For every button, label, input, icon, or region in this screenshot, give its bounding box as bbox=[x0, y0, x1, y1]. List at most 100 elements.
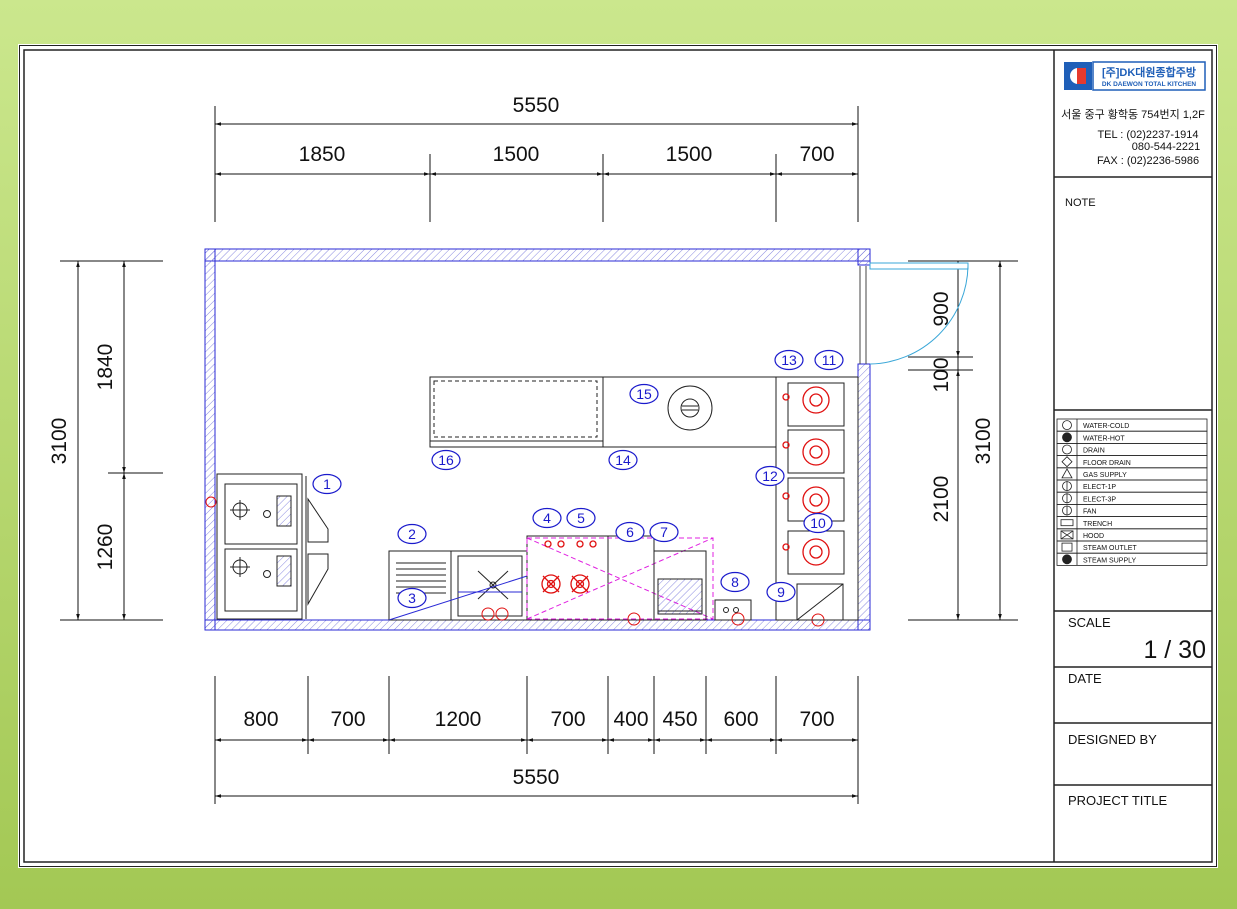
project-title-label: PROJECT TITLE bbox=[1068, 793, 1168, 808]
dim-bottom-6: 450 bbox=[662, 708, 697, 731]
legend-row: WATER-HOT bbox=[1056, 430, 1208, 444]
legend-label: ELECT-3P bbox=[1083, 496, 1116, 503]
equipment-tag: 12 bbox=[755, 465, 785, 487]
title-block: [주]DK대원종합주방 DK DAEWON TOTAL KITCHEN 서울 중… bbox=[1053, 50, 1212, 862]
range-stove-double bbox=[216, 473, 329, 620]
stock-pot-burner-rings bbox=[782, 386, 830, 566]
legend-label: STEAM OUTLET bbox=[1083, 545, 1137, 552]
dimension-lines bbox=[60, 106, 1018, 804]
gas-supply-point bbox=[205, 496, 217, 508]
steam-outlet-icon bbox=[1061, 542, 1073, 552]
legend-row: WATER-COLD bbox=[1056, 418, 1208, 432]
water-cold-icon bbox=[1062, 420, 1072, 431]
scale-label: SCALE bbox=[1068, 615, 1111, 630]
legend-row: ELECT-1P bbox=[1056, 479, 1208, 493]
equipment-tag: 2 bbox=[397, 523, 427, 545]
equipment-tag: 10 bbox=[803, 512, 833, 534]
legend-row: GAS SUPPLY bbox=[1056, 467, 1208, 481]
outer-frame bbox=[19, 45, 1217, 867]
equipment-tag: 1 bbox=[312, 473, 342, 495]
small-appliance bbox=[714, 599, 752, 621]
dim-top-2: 1500 bbox=[493, 143, 540, 166]
burner-pair bbox=[541, 540, 597, 594]
equipment-tag: 16 bbox=[431, 449, 461, 471]
dim-right-3: 2100 bbox=[930, 476, 953, 523]
legend-row: STEAM SUPPLY bbox=[1056, 552, 1208, 566]
equipment-tag-label: 4 bbox=[543, 510, 551, 526]
equipment-tag-label: 1 bbox=[323, 476, 331, 492]
gas-range bbox=[526, 535, 655, 621]
dim-left-2: 1260 bbox=[94, 524, 117, 571]
hood-icon bbox=[1060, 530, 1074, 540]
dim-right-total: 3100 bbox=[972, 418, 995, 465]
equipment-tag: 9 bbox=[766, 581, 796, 603]
equipment-tag-label: 5 bbox=[577, 510, 585, 526]
legend-row: STEAM OUTLET bbox=[1056, 540, 1208, 554]
equipment-tag-label: 10 bbox=[810, 515, 826, 531]
room-walls bbox=[204, 248, 871, 631]
legend-label: FAN bbox=[1083, 509, 1097, 516]
gas-supply-icon bbox=[1061, 468, 1073, 479]
equipment-tag-label: 8 bbox=[731, 574, 739, 590]
legend-row: ELECT-3P bbox=[1056, 491, 1208, 505]
drawing-sheet: [주]DK대원종합주방 DK DAEWON TOTAL KITCHEN 서울 중… bbox=[18, 44, 1218, 868]
dim-bottom-4: 700 bbox=[550, 708, 585, 731]
scale-value: 1 / 30 bbox=[1143, 636, 1206, 664]
date-label: DATE bbox=[1068, 671, 1102, 686]
designed-by-label: DESIGNED BY bbox=[1068, 732, 1157, 747]
dim-bottom-5: 400 bbox=[613, 708, 648, 731]
company-logo bbox=[1064, 61, 1206, 91]
company-name-en: DK DAEWON TOTAL KITCHEN bbox=[1102, 81, 1197, 88]
dim-bottom-total: 5550 bbox=[513, 766, 560, 789]
legend-label: WATER-COLD bbox=[1083, 423, 1129, 430]
equipment-tag-label: 11 bbox=[822, 352, 837, 368]
legend-label: HOOD bbox=[1083, 533, 1104, 540]
water-hot-icon bbox=[1062, 432, 1072, 443]
equipment-tag-label: 13 bbox=[781, 352, 797, 368]
equipment-tag: 5 bbox=[566, 507, 596, 529]
steam-supply-icon bbox=[1062, 554, 1072, 565]
legend-label: TRENCH bbox=[1083, 521, 1112, 528]
legend-row: DRAIN bbox=[1056, 442, 1208, 456]
equipment-tag: 15 bbox=[629, 383, 659, 405]
equipment-tag-label: 9 bbox=[777, 584, 785, 600]
trench-icon bbox=[1060, 519, 1074, 527]
equipment-tag-label: 2 bbox=[408, 526, 416, 542]
dim-left-1: 1840 bbox=[94, 344, 117, 391]
equipment-tag: 4 bbox=[532, 507, 562, 529]
legend-label: GAS SUPPLY bbox=[1083, 472, 1127, 479]
dim-top-total: 5550 bbox=[513, 94, 560, 117]
dim-bottom-2: 700 bbox=[330, 708, 365, 731]
company-name-kr: [주]DK대원종합주방 bbox=[1102, 65, 1196, 79]
dim-bottom-8: 700 bbox=[799, 708, 834, 731]
dim-bottom-3: 1200 bbox=[435, 708, 482, 731]
company-tel2: 080-544-2221 bbox=[1132, 141, 1201, 153]
legend-label: DRAIN bbox=[1083, 448, 1105, 455]
equipment-tag-label: 3 bbox=[408, 590, 416, 606]
equipment-tag: 3 bbox=[397, 587, 427, 609]
legend-label: WATER-HOT bbox=[1083, 435, 1125, 442]
legend-row: FLOOR DRAIN bbox=[1056, 455, 1208, 469]
dim-top-4: 700 bbox=[799, 143, 834, 166]
legend-label: STEAM SUPPLY bbox=[1083, 557, 1136, 564]
equipment-tag: 14 bbox=[608, 449, 638, 471]
note-label: NOTE bbox=[1065, 197, 1096, 209]
equipment-tag-label: 7 bbox=[660, 524, 668, 540]
equipment-tag: 11 bbox=[814, 349, 844, 371]
equipment-tag-label: 16 bbox=[438, 452, 454, 468]
company-tel: TEL : (02)2237-1914 bbox=[1097, 129, 1198, 141]
equipment-tag-label: 12 bbox=[762, 468, 778, 484]
work-table-back bbox=[429, 376, 777, 448]
legend-row: HOOD bbox=[1056, 528, 1208, 542]
equipment-tag-label: 14 bbox=[615, 452, 631, 468]
dish-rack bbox=[653, 550, 707, 621]
dim-right-1: 900 bbox=[930, 291, 953, 326]
sink-table bbox=[388, 550, 528, 621]
equipment-tag: 6 bbox=[615, 521, 645, 543]
dim-left-total: 3100 bbox=[48, 418, 71, 465]
equipment-tag: 8 bbox=[720, 571, 750, 593]
legend-label: ELECT-1P bbox=[1083, 484, 1116, 491]
equipment-tag: 7 bbox=[649, 521, 679, 543]
